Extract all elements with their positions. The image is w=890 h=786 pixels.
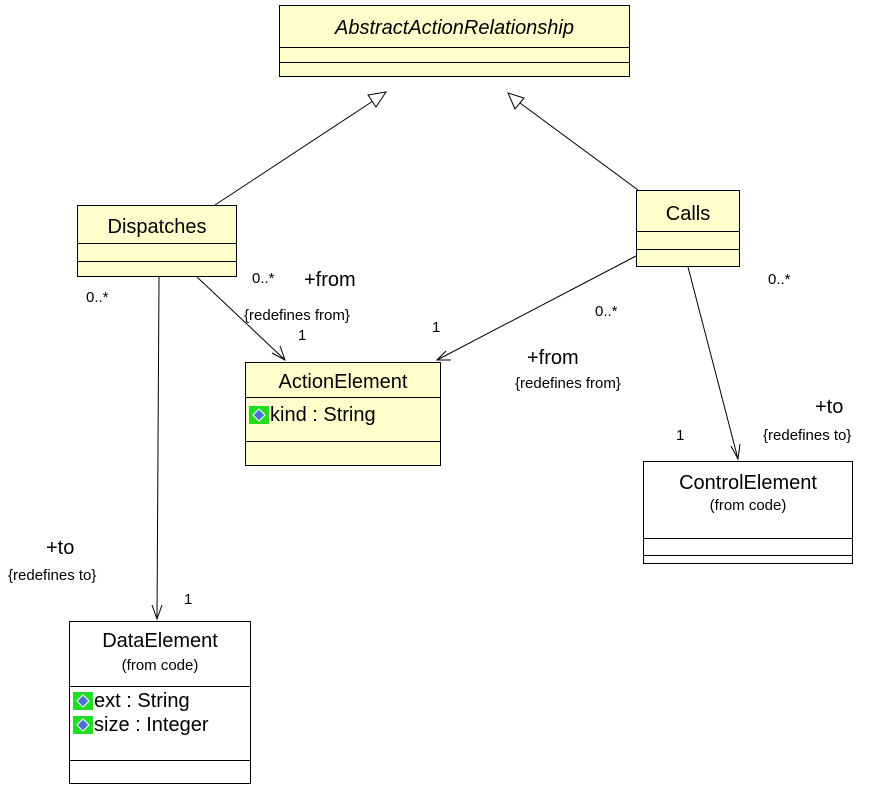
attribute-row: ext : String [70, 689, 250, 713]
class-package: (from code) [121, 657, 199, 674]
class-name: AbstractActionRelationship [334, 17, 574, 39]
multiplicity-label: 1 [184, 591, 193, 608]
attribute-text: ext : String [94, 690, 190, 712]
attributes-compartment [78, 243, 236, 261]
attributes-compartment [644, 538, 852, 555]
role-label: +to [46, 537, 75, 559]
attributes-compartment: ext : String size : Integer [70, 686, 250, 760]
role-label: +to [815, 396, 844, 418]
multiplicity-label: 0..* [86, 289, 109, 306]
assoc-dispatches-action [196, 276, 286, 361]
generalization-calls [519, 102, 639, 191]
arrow-open-icon [151, 604, 163, 621]
attribute-row: kind : String [246, 403, 440, 427]
class-name: Dispatches [107, 216, 207, 238]
constraint-label: {redefines to} [8, 567, 97, 584]
generalization-arrowhead-icon [367, 91, 388, 108]
attribute-row: size : Integer [70, 713, 250, 737]
class-abstract-action-relationship[interactable]: AbstractActionRelationship [279, 5, 630, 77]
attribute-diamond-icon [249, 406, 269, 424]
constraint-label: {redefines to} [763, 427, 852, 444]
class-name: ActionElement [278, 371, 408, 393]
operations-compartment [78, 261, 236, 276]
role-label: +from [304, 269, 356, 291]
class-name: DataElement [102, 630, 218, 652]
operations-compartment [644, 555, 852, 565]
generalization-dispatches [214, 100, 374, 206]
class-calls[interactable]: Calls [636, 190, 740, 267]
class-name: Calls [665, 203, 711, 225]
operations-compartment [280, 62, 629, 76]
generalization-arrowhead-icon [507, 92, 525, 110]
assoc-calls-control [687, 266, 739, 460]
class-package: (from code) [709, 497, 787, 514]
constraint-label: {redefines from} [515, 375, 621, 392]
attribute-text: size : Integer [94, 714, 209, 736]
multiplicity-label: 0..* [252, 270, 275, 287]
class-control-element[interactable]: ControlElement (from code) [643, 461, 853, 564]
arrow-open-icon [271, 345, 286, 362]
multiplicity-label: 1 [432, 319, 441, 336]
arrow-open-icon [730, 443, 741, 461]
class-name: ControlElement [679, 472, 817, 494]
operations-compartment [637, 249, 739, 266]
multiplicity-label: 0..* [768, 271, 791, 288]
attribute-diamond-icon [73, 692, 93, 710]
class-dispatches[interactable]: Dispatches [77, 205, 237, 277]
arrow-open-icon [435, 350, 451, 361]
attributes-compartment [637, 231, 739, 249]
multiplicity-label: 0..* [595, 303, 618, 320]
multiplicity-label: 1 [298, 327, 307, 344]
role-label: +from [527, 347, 579, 369]
attribute-diamond-icon [73, 716, 93, 734]
attributes-compartment [280, 47, 629, 62]
class-data-element[interactable]: DataElement (from code) ext : String siz… [69, 621, 251, 784]
attribute-text: kind : String [270, 404, 376, 426]
class-action-element[interactable]: ActionElement kind : String [245, 362, 441, 466]
assoc-calls-action [436, 255, 637, 361]
multiplicity-label: 1 [676, 427, 685, 444]
operations-compartment [70, 760, 250, 786]
attributes-compartment: kind : String [246, 397, 440, 441]
operations-compartment [246, 441, 440, 465]
assoc-dispatches-data [156, 276, 160, 620]
constraint-label: {redefines from} [244, 307, 350, 324]
